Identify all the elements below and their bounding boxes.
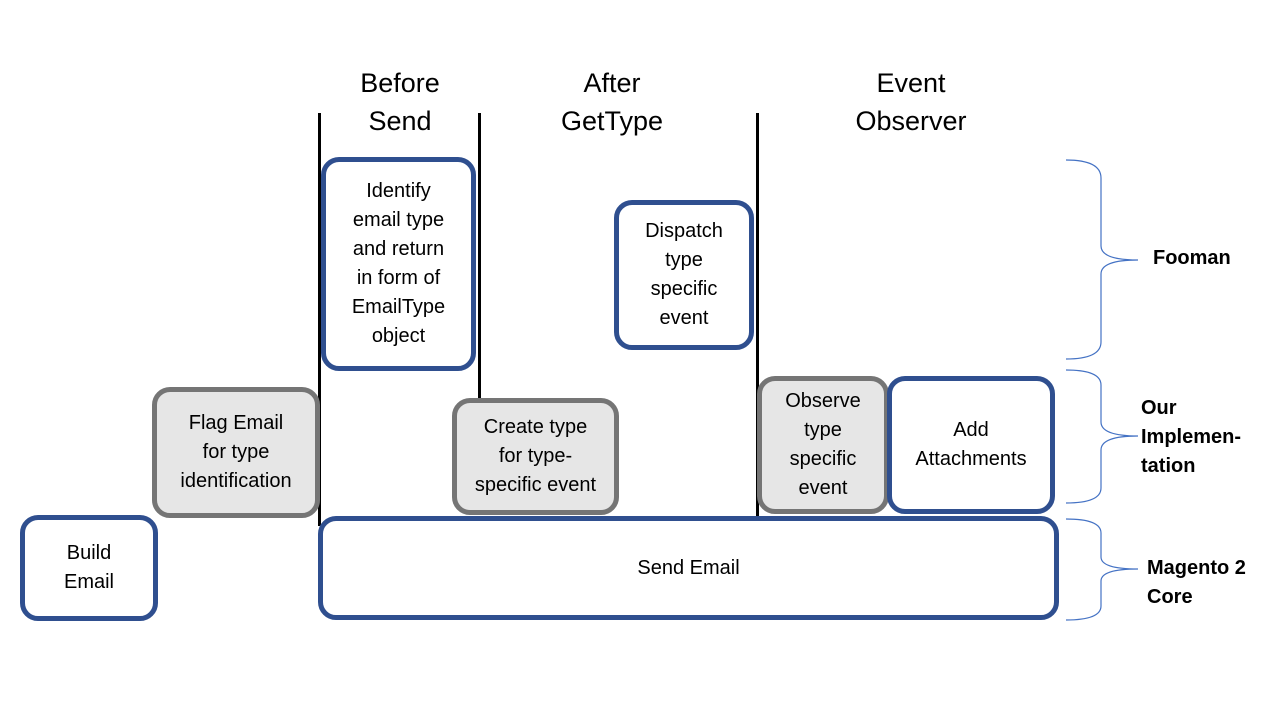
layer-label-our-implementation: Our Implemen- tation — [1141, 397, 1242, 477]
layer-label-fooman: Fooman — [1153, 247, 1231, 269]
flag-email-box: Flag Email for type identification — [152, 387, 320, 518]
column-title-after-gettype: After GetType — [560, 68, 664, 136]
observe-event-box: Observe type specific event — [757, 376, 889, 514]
divider-after-gettype — [478, 113, 481, 399]
dispatch-event-box: Dispatch type specific event — [614, 200, 754, 350]
layer-label-magento-core: Magento 2 Core — [1147, 557, 1246, 608]
build-email-box: Build Email — [20, 515, 158, 621]
column-title-event-observer: Event Observer — [855, 68, 967, 136]
brace-our-implementation — [1065, 369, 1139, 504]
divider-event-observer — [756, 113, 759, 516]
identify-email-type-box: Identify email type and return in form o… — [321, 157, 476, 371]
brace-magento-core — [1065, 518, 1139, 621]
brace-fooman — [1065, 159, 1139, 360]
divider-before-send — [318, 113, 321, 526]
create-type-box: Create type for type- specific event — [452, 398, 619, 515]
add-attachments-box: Add Attachments — [887, 376, 1055, 514]
column-title-before-send: Before Send — [360, 68, 440, 136]
send-email-box: Send Email — [318, 516, 1059, 620]
